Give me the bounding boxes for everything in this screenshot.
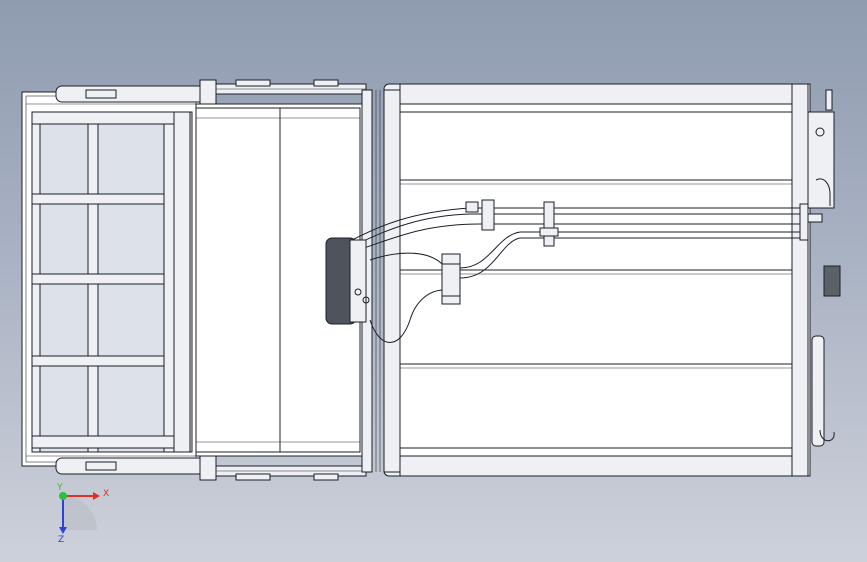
y-axis-dot xyxy=(59,492,67,500)
hopper-frame xyxy=(21,91,201,467)
z-axis-arrow xyxy=(59,527,67,534)
y-axis-label: Y xyxy=(56,483,63,493)
x-axis-label: X xyxy=(103,489,109,499)
hydraulic-lines xyxy=(351,199,823,343)
container-body xyxy=(399,83,811,477)
guide-rails xyxy=(361,89,401,473)
valve-block xyxy=(441,253,461,305)
z-axis-label: Z xyxy=(58,535,64,545)
triad-plane xyxy=(63,496,97,530)
x-axis-arrow xyxy=(93,492,100,500)
motor-housing xyxy=(325,237,370,325)
axis-triad: X Y Z xyxy=(56,483,109,545)
end-fittings xyxy=(807,89,841,447)
